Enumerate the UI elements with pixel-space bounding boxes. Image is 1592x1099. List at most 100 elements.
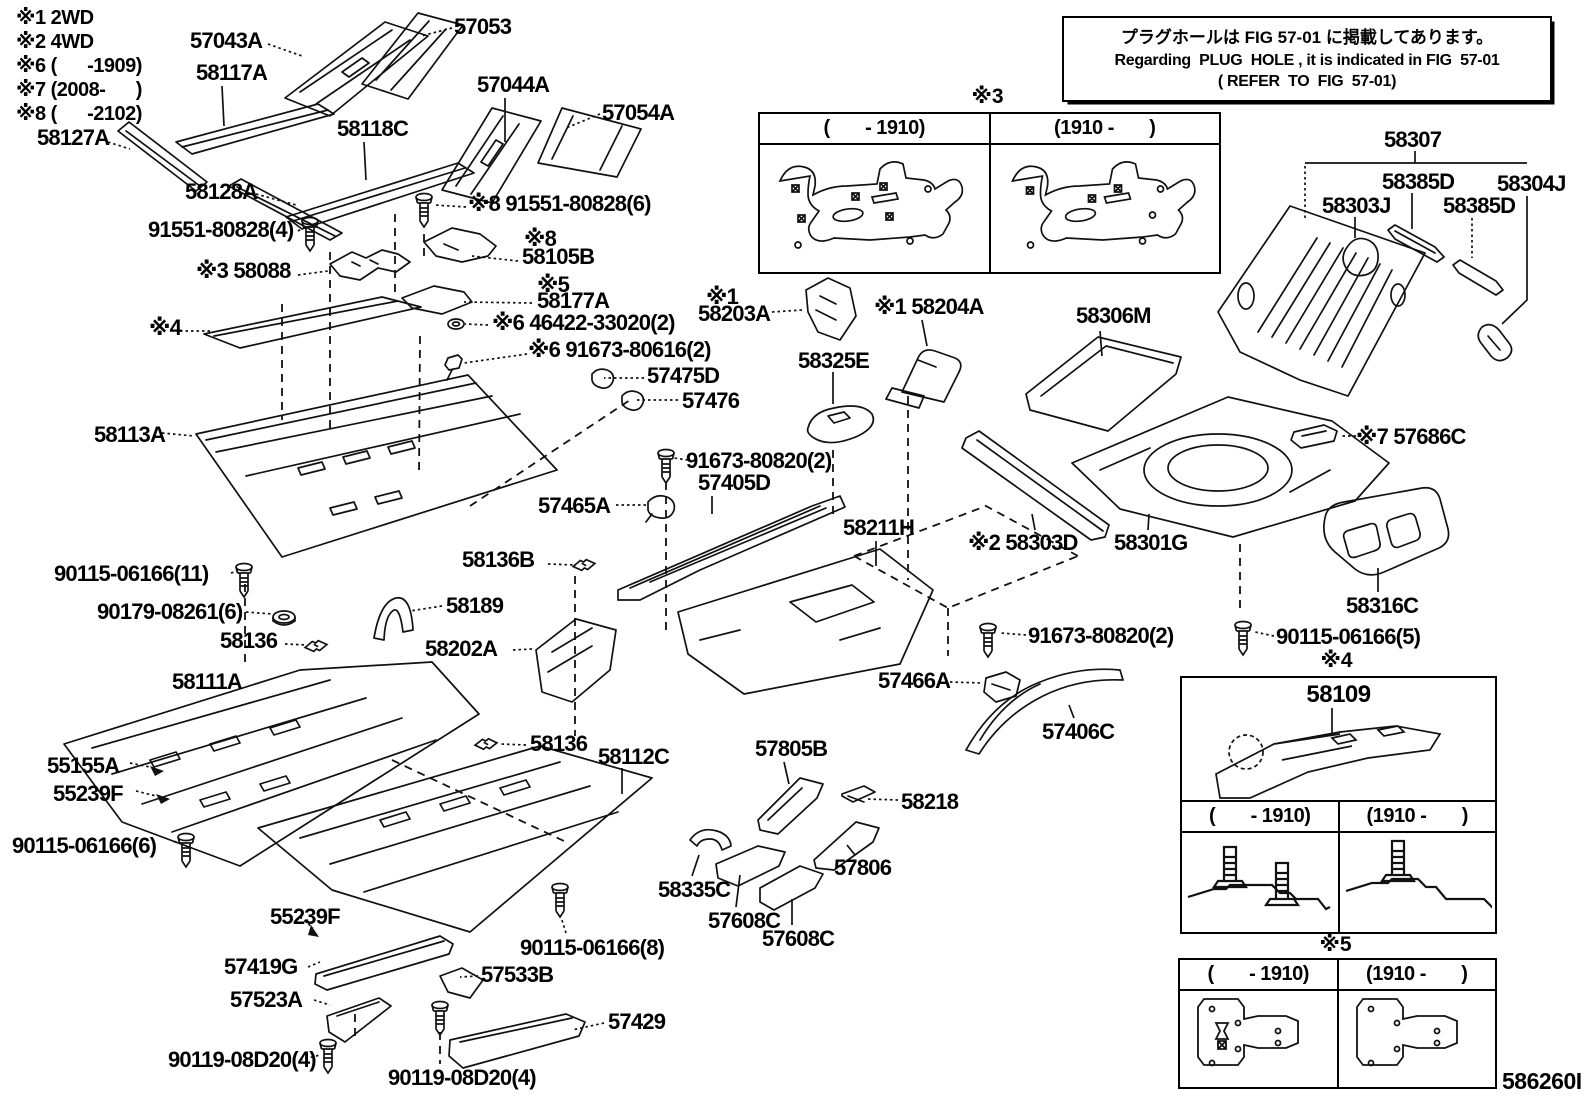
part-46422-grommet-inner xyxy=(451,321,461,327)
box4-cell-pre1910 xyxy=(1182,833,1338,932)
part-58111a-drawing xyxy=(63,661,480,867)
part-91673-80616-clip xyxy=(444,354,463,381)
part-58325e-drawing xyxy=(806,405,875,444)
bolt-icon xyxy=(301,216,319,252)
part-57523a-drawing xyxy=(326,997,392,1043)
part-label-90179-08261-6: 90179-08261(6) xyxy=(97,599,243,624)
part-58088-drawing xyxy=(329,249,411,281)
part-label-5: ※5 xyxy=(537,272,570,297)
part-label-58127a: 58127A xyxy=(37,125,110,150)
part-58177a-drawing xyxy=(401,285,473,315)
box5-col-right-header: (1910 - ) xyxy=(1336,960,1496,989)
part-label-55239f: 55239F xyxy=(270,904,341,929)
part-label-57044a: 57044A xyxy=(477,72,550,97)
part-label-58335c: 58335C xyxy=(658,877,731,902)
part-label-58189: 58189 xyxy=(446,593,504,618)
box4-part-number: 58109 xyxy=(1306,681,1371,708)
legend-item: ※6 ( -1909) xyxy=(16,55,142,77)
part-label-58203a: 58203A xyxy=(698,301,771,326)
part-58307-hole xyxy=(1237,282,1255,310)
part-58202a-drawing xyxy=(535,618,617,703)
part-label-58113a: 58113A xyxy=(94,422,166,447)
part-58301g-drawing xyxy=(1071,396,1390,538)
part-label-58325e: 58325E xyxy=(798,348,870,373)
bolt-icon xyxy=(431,1000,449,1036)
clip-icon xyxy=(571,557,597,573)
part-58301g-well-inner xyxy=(1167,444,1269,492)
part-label-57608c: 57608C xyxy=(708,908,781,933)
part-label-58385d: 58385D xyxy=(1443,193,1516,218)
part-label-91673-80820-2: 91673-80820(2) xyxy=(686,448,832,473)
bolt-icon xyxy=(657,448,675,484)
part-58128a-drawing xyxy=(228,178,343,241)
solid-leaders xyxy=(150,85,1528,937)
part-58307-panel-drawing xyxy=(1217,205,1426,397)
part-58385d-strip1-drawing xyxy=(1387,224,1445,263)
part-58105b-drawing xyxy=(423,227,497,263)
part-57686c-drawing xyxy=(1290,424,1338,449)
leader-lines xyxy=(107,27,1473,1061)
part-58113a-drawing xyxy=(195,374,558,558)
box3-marker: ※3 xyxy=(971,85,1004,108)
box4-cell-post1910 xyxy=(1337,833,1496,932)
part-57476-drawing xyxy=(621,390,645,411)
part-label-58211h: 58211H xyxy=(843,515,915,540)
construction-dashes xyxy=(244,214,1241,1064)
part-label-57054a: 57054A xyxy=(602,100,675,125)
box5-col-left-header: ( - 1910) xyxy=(1207,963,1310,985)
part-label-58136b: 58136B xyxy=(462,547,535,572)
part-57044a-drawing xyxy=(441,107,542,204)
part-label-57533b: 57533B xyxy=(481,962,554,987)
part-57419g-drawing xyxy=(314,935,454,991)
part-58303j-drawing xyxy=(1342,237,1379,277)
part-58303d-drawing xyxy=(961,430,1110,541)
part-label-6-46422-33020-2: ※6 46422-33020(2) xyxy=(492,310,676,335)
part-label-57466a: 57466A xyxy=(878,668,951,693)
bolt-icon xyxy=(979,622,997,658)
part-58304j-drawing xyxy=(1477,323,1513,362)
legend: ※1 2WD※2 4WD※6 ( -1909)※7 (2008- )※8 ( -… xyxy=(16,6,142,126)
box5-cell-post1910 xyxy=(1336,991,1496,1087)
part-label-57806: 57806 xyxy=(834,855,892,880)
legend-item: ※1 2WD xyxy=(16,7,94,29)
part-label-58304j: 58304J xyxy=(1497,171,1566,196)
bolt-icon xyxy=(235,562,253,598)
part-58118c-drawing xyxy=(285,162,475,230)
legend-item: ※2 4WD xyxy=(16,31,94,53)
legend-item: ※7 (2008- ) xyxy=(16,79,142,101)
part-label-57405d: 57405D xyxy=(698,470,771,495)
part-label-58202a: 58202A xyxy=(425,636,498,661)
part-58316c-drawing xyxy=(1323,486,1450,576)
part-58218-drawing xyxy=(841,785,876,803)
part-label-57406c: 57406C xyxy=(1042,719,1115,744)
box3-cell-pre1910 xyxy=(760,145,989,272)
part-label-57608c: 57608C xyxy=(762,926,835,951)
part-x4-member-drawing xyxy=(203,296,422,349)
part-58189-drawing xyxy=(373,596,414,641)
part-46422-grommet xyxy=(447,318,465,330)
part-label-57805b: 57805B xyxy=(755,736,828,761)
part-label-57429: 57429 xyxy=(608,1009,666,1034)
part-57608c-strip2-drawing xyxy=(759,865,824,911)
part-label-58303j: 58303J xyxy=(1322,193,1391,218)
box4-part-cell: 58109 xyxy=(1182,678,1495,802)
part-57429-drawing xyxy=(448,1013,586,1069)
part-label-58218: 58218 xyxy=(901,789,959,814)
part-label-58128a: 58128A xyxy=(185,179,258,204)
part-label-90119-08d20-4: 90119-08D20(4) xyxy=(168,1047,317,1072)
part-58307-hole2 xyxy=(1390,283,1406,307)
inset-box-5: ( - 1910) (1910 - ) xyxy=(1178,958,1497,1089)
part-label-58112c: 58112C xyxy=(598,744,670,769)
part-label-8: ※8 xyxy=(524,226,557,251)
part-58211h-drawing xyxy=(677,548,934,695)
part-label-58136: 58136 xyxy=(530,731,588,756)
part-label-57475d: 57475D xyxy=(647,363,720,388)
part-label-90115-06166-8: 90115-06166(8) xyxy=(520,935,665,960)
part-58385d-strip2-drawing xyxy=(1452,259,1504,296)
part-57466a-drawing xyxy=(983,671,1021,703)
part-58112c-drawing xyxy=(257,745,653,933)
inset-box-3: ( - 1910) (1910 - ) xyxy=(758,112,1221,274)
note-line-japanese: プラグホールは FIG 57-01 に掲載してあります。 xyxy=(1120,28,1494,47)
part-label-1: ※1 xyxy=(706,284,739,309)
